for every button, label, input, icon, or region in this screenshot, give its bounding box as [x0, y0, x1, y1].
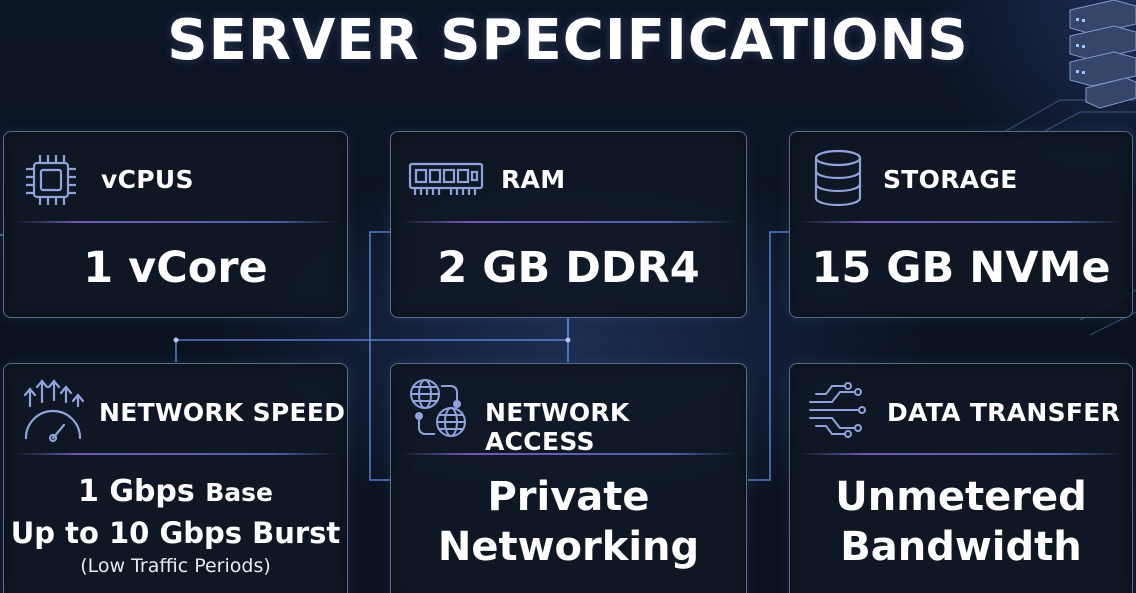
data-transfer-value-line1: Unmetered	[835, 474, 1087, 520]
database-icon	[814, 149, 862, 207]
storage-label: STORAGE	[883, 165, 1018, 194]
data-transfer-label: DATA TRANSFER	[887, 398, 1121, 427]
speedometer-icon	[23, 379, 85, 443]
vcpus-card: vCPUS 1 vCore	[3, 131, 348, 318]
page-title: SERVER SPECIFICATIONS	[167, 8, 969, 73]
network-access-value-line2: Networking	[437, 524, 700, 570]
speed-base-amount: 1 Gbps	[78, 474, 195, 509]
storage-card: STORAGE 15 GB NVMe	[789, 131, 1133, 318]
speed-burst-value: Up to 10 Gbps Burst	[10, 516, 341, 550]
cpu-chip-icon	[26, 155, 76, 205]
data-transfer-card: DATA TRANSFER Unmetered Bandwidth	[789, 363, 1133, 593]
card-divider	[800, 453, 1122, 455]
card-divider	[800, 221, 1122, 223]
speed-burst-note: (Low Traffic Periods)	[80, 555, 271, 577]
data-lines-icon	[809, 382, 866, 438]
network-access-label: NETWORK ACCESS	[485, 398, 630, 456]
data-transfer-value-line2: Bandwidth	[840, 524, 1082, 570]
speed-base-value: 1 Gbps Base	[4, 474, 347, 509]
vcpus-label: vCPUS	[101, 165, 194, 194]
card-divider	[14, 221, 337, 223]
vcpus-value: 1 vCore	[83, 243, 268, 293]
network-speed-card: NETWORK SPEED 1 Gbps Base Up to 10 Gbps …	[3, 363, 348, 593]
network-globes-icon	[410, 379, 466, 437]
card-divider	[401, 221, 736, 223]
ram-card: RAM 2 GB DDR4	[390, 131, 747, 318]
network-access-card: NETWORK ACCESS Private Networking	[390, 363, 747, 593]
ram-module-icon	[408, 162, 484, 195]
storage-value: 15 GB NVMe	[811, 243, 1111, 293]
network-access-value-line1: Private	[487, 474, 650, 520]
ram-value: 2 GB DDR4	[437, 243, 700, 293]
server-rack-illustration	[1069, 0, 1136, 109]
speed-base-suffix: Base	[205, 478, 273, 507]
network-speed-label: NETWORK SPEED	[99, 398, 346, 427]
card-divider	[14, 453, 337, 455]
card-divider	[401, 453, 736, 455]
ram-label: RAM	[501, 165, 566, 194]
